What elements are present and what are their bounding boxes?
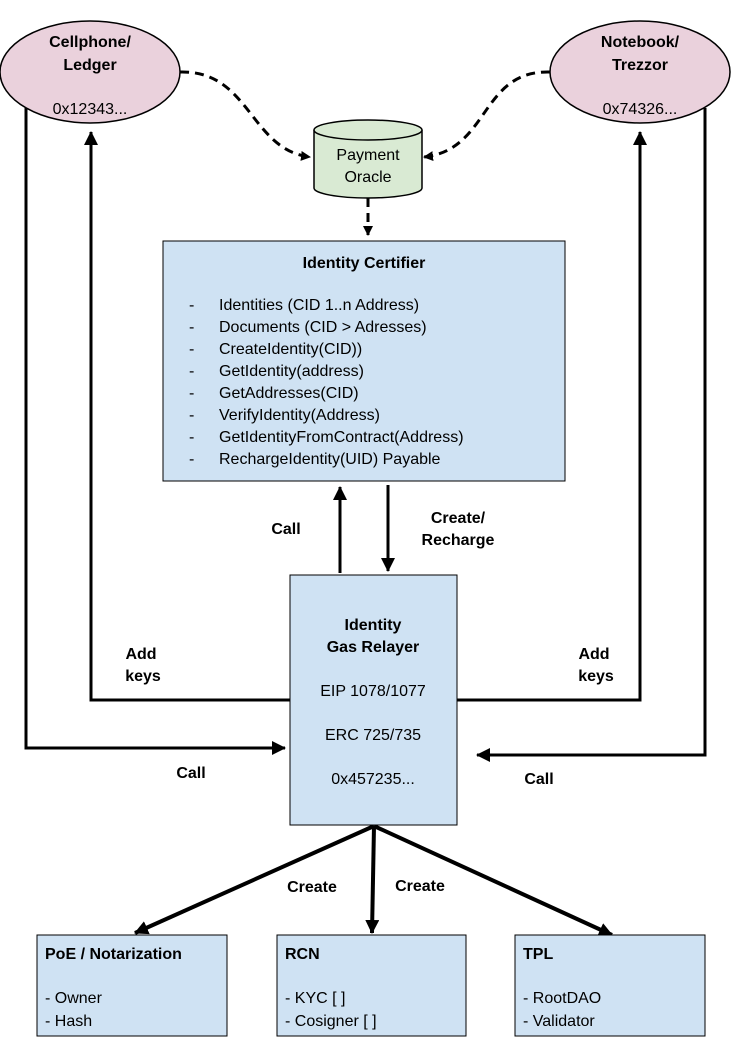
certifier-method-item: RechargeIdentity(UID) Payable [219,451,441,468]
label-call-up: Call [271,521,300,538]
certifier-method-item: GetIdentityFromContract(Address) [219,429,464,446]
oracle-label-line1: Payment [336,147,400,164]
arrow-call-right [476,108,707,762]
arrow-create-poe [134,824,375,935]
oracle-label-line2: Oracle [344,169,391,186]
certifier-method-bullet: - [189,363,194,380]
contract-item: - Owner [45,990,103,1007]
relayer-erc: ERC 725/735 [325,727,421,744]
label-add-keys-right-line1: Add [578,646,609,663]
device-cellphone-ledger[interactable]: Cellphone/ Ledger 0x12343... [0,20,181,124]
certifier-method-bullet: - [189,429,194,446]
certifier-method-bullet: - [189,341,194,358]
label-create-recharge-line1: Create/ [431,510,486,527]
contract-box-tpl[interactable]: TPL - RootDAO - Validator [514,934,706,1037]
certifier-method-bullet: - [189,297,194,314]
edge-labels: Call Create/ Recharge Add keys Add keys … [125,510,614,896]
arrow-create-rcn [365,825,380,934]
payment-oracle-cylinder[interactable]: Payment Oracle [313,119,423,199]
contract-box-rcn[interactable]: RCN - KYC [ ] - Cosigner [ ] [276,934,467,1037]
certifier-method-item: CreateIdentity(CID)) [219,341,362,358]
dashed-arrow-left-device-to-oracle [179,70,311,161]
certifier-method-bullet: - [189,385,194,402]
relayer-title-line2: Gas Relayer [327,639,420,656]
device-left-title-line1: Cellphone/ [49,34,131,51]
certifier-method-item: GetIdentity(address) [219,363,364,380]
label-add-keys-left-line2: keys [125,668,161,685]
certifier-method-list: - Identities (CID 1..n Address) - Documents… [189,297,464,468]
contract-title: PoE / Notarization [45,946,182,963]
device-left-title-line2: Ledger [63,57,116,74]
relayer-title-line1: Identity [345,617,402,634]
relayer-address: 0x457235... [331,771,415,788]
contract-box-poe-notarization[interactable]: PoE / Notarization - Owner - Hash [36,934,228,1037]
certifier-method-item: VerifyIdentity(Address) [219,407,380,424]
arrow-add-keys-right [457,131,647,702]
certifier-method-item: Documents (CID > Adresses) [219,319,427,336]
certifier-method-bullet: - [189,451,194,468]
label-create-right: Create [395,878,445,895]
contract-item: - Cosigner [ ] [285,1013,377,1030]
label-add-keys-left-line1: Add [125,646,156,663]
contract-title: RCN [285,946,320,963]
dashed-arrow-right-device-to-oracle [423,70,551,162]
label-call-left: Call [176,765,205,782]
label-call-right: Call [524,771,553,788]
identity-certifier-box[interactable]: Identity Certifier - Identities (CID 1..n… [162,240,566,482]
connectors [24,70,707,937]
device-left-address: 0x12343... [53,101,128,118]
label-create-left: Create [287,879,337,896]
device-notebook-trezzor[interactable]: Notebook/ Trezzor 0x74326... [549,20,731,124]
certifier-method-bullet: - [189,407,194,424]
relayer-eip: EIP 1078/1077 [320,683,426,700]
certifier-method-bullet: - [189,319,194,336]
identity-gas-relayer-box[interactable]: Identity Gas Relayer EIP 1078/1077 ERC 7… [289,574,458,826]
contract-item: - RootDAO [523,990,601,1007]
certifier-method-item: Identities (CID 1..n Address) [219,297,419,314]
label-create-recharge-line2: Recharge [422,532,495,549]
arrow-add-keys-left [84,131,290,702]
arrow-create-tpl [373,824,613,937]
device-right-address: 0x74326... [603,101,678,118]
contract-title: TPL [523,946,553,963]
device-right-title-line1: Notebook/ [601,34,680,51]
certifier-title: Identity Certifier [303,255,426,272]
contract-item: - KYC [ ] [285,990,345,1007]
device-right-title-line2: Trezzor [612,57,668,74]
contract-item: - Validator [523,1013,595,1030]
contract-item: - Hash [45,1013,92,1030]
certifier-method-item: GetAddresses(CID) [219,385,359,402]
label-add-keys-right-line2: keys [578,668,614,685]
arrow-call-left [24,108,286,755]
